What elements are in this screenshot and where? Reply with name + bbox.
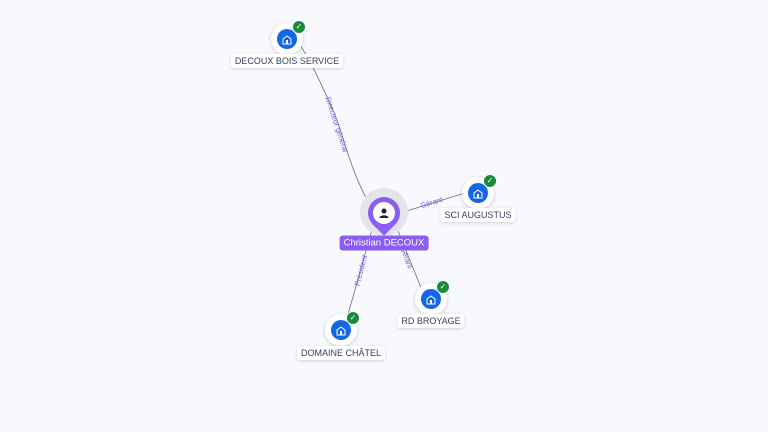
company-label[interactable]: DECOUX BOIS SERVICE bbox=[230, 54, 344, 68]
verified-check-icon: ✓ bbox=[292, 20, 306, 34]
building-icon bbox=[421, 289, 441, 309]
company-node-rd-broyage[interactable]: ✓ bbox=[415, 280, 450, 315]
company-node-domaine-chatel[interactable]: ✓ bbox=[325, 311, 360, 346]
building-icon bbox=[468, 183, 488, 203]
verified-check-icon: ✓ bbox=[346, 311, 360, 325]
verified-check-icon: ✓ bbox=[436, 280, 450, 294]
company-node-sci-augustus[interactable]: ✓ bbox=[462, 174, 497, 209]
company-label[interactable]: SCI AUGUSTUS bbox=[440, 208, 516, 222]
building-icon bbox=[331, 320, 351, 340]
person-icon bbox=[373, 202, 395, 224]
company-label[interactable]: DOMAINE CHÂTEL bbox=[296, 346, 386, 360]
building-icon bbox=[277, 29, 297, 49]
company-node-decoux-bois-service[interactable]: ✓ bbox=[271, 20, 306, 55]
verified-check-icon: ✓ bbox=[483, 174, 497, 188]
edge-sci-augustus bbox=[399, 192, 466, 214]
company-label[interactable]: RD BROYAGE bbox=[397, 314, 465, 328]
person-label[interactable]: Christian DECOUX bbox=[339, 235, 429, 251]
